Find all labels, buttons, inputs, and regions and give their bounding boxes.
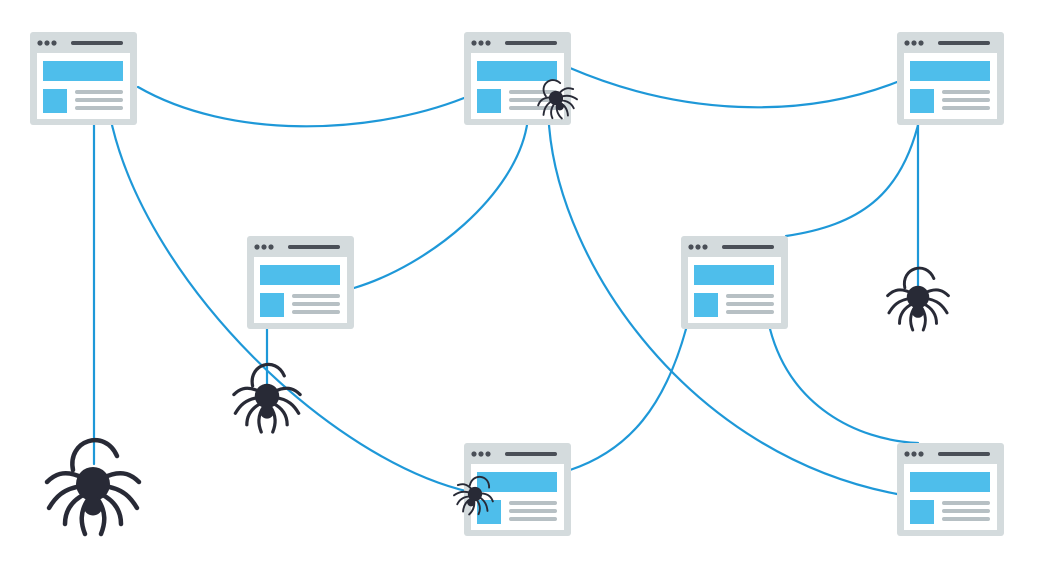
- header-dot: [702, 244, 708, 250]
- header-bar: [288, 245, 340, 249]
- header-dot: [485, 40, 491, 46]
- header-bar: [938, 452, 990, 456]
- link-lines: [92, 66, 920, 496]
- header-bar: [938, 41, 990, 45]
- image-block: [477, 500, 501, 524]
- text-line: [292, 302, 340, 306]
- link-line: [784, 123, 920, 238]
- text-line: [509, 517, 557, 521]
- hero-block: [43, 61, 123, 81]
- hero-block: [260, 265, 340, 285]
- text-line: [292, 294, 340, 298]
- text-line: [942, 106, 990, 110]
- text-line: [942, 98, 990, 102]
- text-line: [509, 106, 557, 110]
- text-line: [942, 517, 990, 521]
- text-line: [726, 310, 774, 314]
- spiders: [44, 79, 950, 537]
- spider-large-spider-icon: [44, 438, 142, 537]
- header-dot: [478, 40, 484, 46]
- link-line: [352, 123, 529, 290]
- header-dot: [254, 244, 260, 250]
- spider-on-page-6-spider-icon: [453, 475, 494, 516]
- link-line: [768, 327, 920, 445]
- text-line: [509, 501, 557, 505]
- header-dot: [485, 451, 491, 457]
- link-line: [136, 85, 466, 128]
- hero-block: [694, 265, 774, 285]
- text-line: [75, 90, 123, 94]
- header-dot: [478, 451, 484, 457]
- text-line: [75, 106, 123, 110]
- spider-on-page-3-spider-icon: [886, 266, 950, 332]
- image-block: [910, 500, 934, 524]
- link-line: [110, 123, 472, 494]
- header-dot: [44, 40, 50, 46]
- header-bar: [505, 452, 557, 456]
- page-1-webpage-icon: [30, 32, 137, 125]
- text-line: [942, 501, 990, 505]
- header-dot: [904, 451, 910, 457]
- page-2-webpage-icon: [464, 32, 571, 125]
- header-dot: [911, 451, 917, 457]
- header-dot: [471, 451, 477, 457]
- image-block: [694, 293, 718, 317]
- hero-block: [910, 472, 990, 492]
- hero-block: [477, 472, 557, 492]
- webpage-cards: [30, 32, 1004, 536]
- hero-block: [477, 61, 557, 81]
- image-block: [260, 293, 284, 317]
- text-line: [726, 302, 774, 306]
- header-dot: [904, 40, 910, 46]
- page-5-webpage-icon: [681, 236, 788, 329]
- text-line: [292, 310, 340, 314]
- header-dot: [51, 40, 57, 46]
- header-dot: [695, 244, 701, 250]
- text-line: [942, 90, 990, 94]
- page-6-webpage-icon: [464, 443, 571, 536]
- text-line: [75, 98, 123, 102]
- text-line: [509, 509, 557, 513]
- page-7-webpage-icon: [897, 443, 1004, 536]
- header-dot: [688, 244, 694, 250]
- header-dot: [261, 244, 267, 250]
- link-line: [568, 327, 688, 472]
- link-line: [568, 66, 899, 109]
- image-block: [477, 89, 501, 113]
- text-line: [509, 90, 557, 94]
- header-dot: [918, 40, 924, 46]
- header-dot: [268, 244, 274, 250]
- header-bar: [71, 41, 123, 45]
- header-bar: [722, 245, 774, 249]
- link-line: [547, 123, 899, 496]
- header-dot: [918, 451, 924, 457]
- header-dot: [37, 40, 43, 46]
- spider-on-page-2-spider-icon: [537, 79, 578, 120]
- text-line: [942, 509, 990, 513]
- image-block: [910, 89, 934, 113]
- page-4-webpage-icon: [247, 236, 354, 329]
- text-line: [726, 294, 774, 298]
- hero-block: [910, 61, 990, 81]
- image-block: [43, 89, 67, 113]
- spider-on-page-4-spider-icon: [232, 363, 302, 434]
- page-3-webpage-icon: [897, 32, 1004, 125]
- header-dot: [471, 40, 477, 46]
- header-bar: [505, 41, 557, 45]
- header-dot: [911, 40, 917, 46]
